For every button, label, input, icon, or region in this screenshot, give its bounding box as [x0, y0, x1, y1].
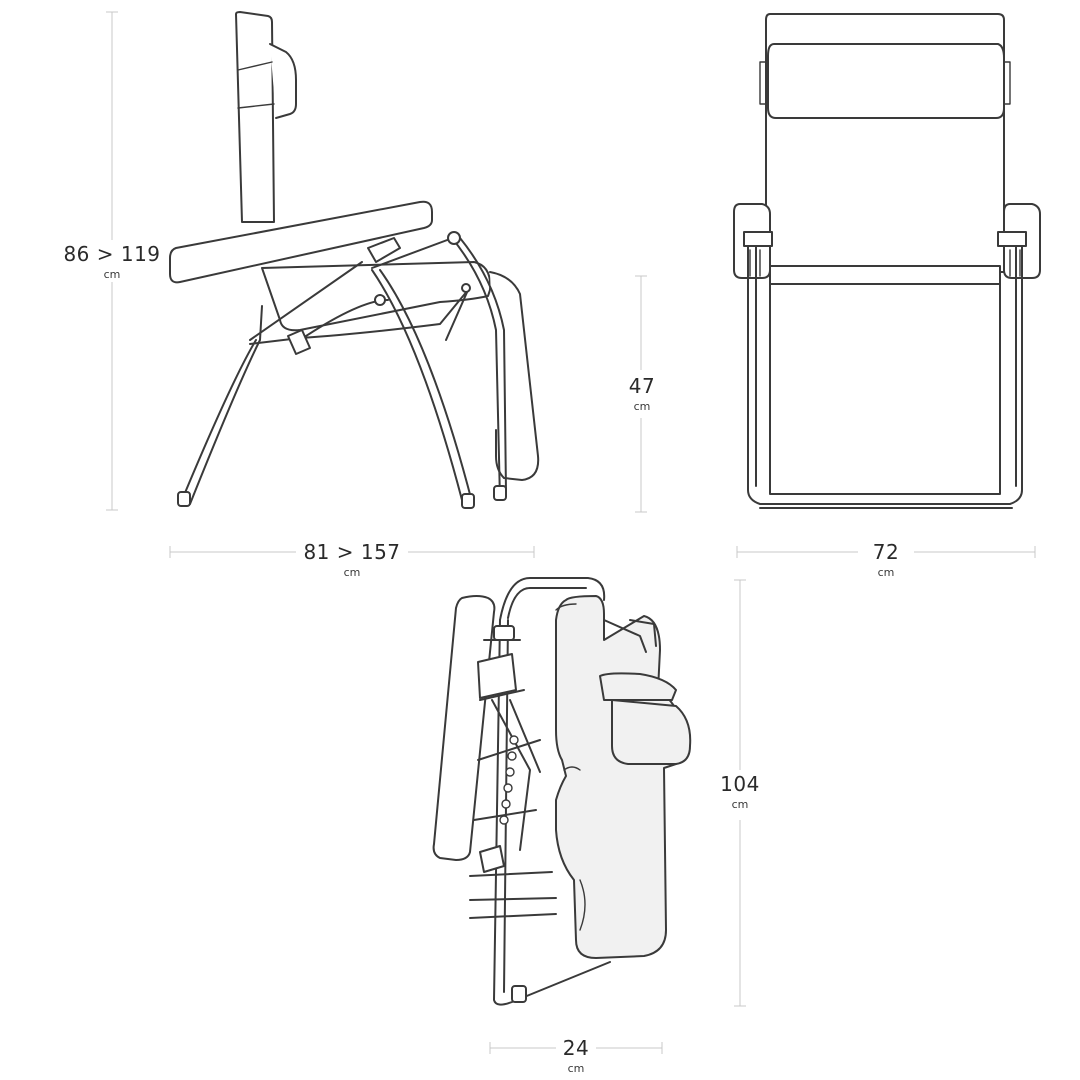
width-dimension-unit: cm [877, 566, 895, 579]
side-pivot [461, 283, 471, 293]
folded-mechanism-links [491, 699, 541, 851]
length-dimension-value: 81 > 157 [303, 540, 401, 564]
front-headrest-straps [759, 61, 1011, 105]
front-seat-panel [769, 283, 1001, 495]
height-dimension-value: 86 > 119 [63, 242, 161, 266]
length-dimension-unit: cm [343, 566, 361, 579]
side-front-leg [181, 305, 263, 505]
folded-height-dimension-value: 104 [720, 772, 760, 796]
folded-spring-coils [499, 735, 519, 825]
side-pivot [447, 231, 461, 245]
folded-fabric-seams [555, 603, 586, 931]
side-foot-cap [177, 491, 191, 507]
side-foot-cap [461, 493, 475, 509]
side-armrest [169, 200, 433, 284]
side-armrest-joint [367, 237, 401, 263]
folded-lock-clip [479, 845, 505, 873]
front-view-drawing [733, 13, 1041, 509]
side-foot-cap [493, 485, 507, 501]
side-headrest-frame [269, 43, 297, 119]
seat-height-dimension-value: 47 [628, 374, 656, 398]
side-headrest-pillow [237, 61, 275, 109]
folded-height-dimension-unit: cm [731, 798, 749, 811]
side-legrest-leg [451, 237, 507, 501]
folded-seat-fabric [555, 595, 691, 959]
dimension-lines [106, 11, 1036, 1054]
front-outer-frame [747, 241, 1023, 505]
folded-hinge-block [477, 653, 517, 699]
folded-headrest-pillow [611, 699, 692, 765]
front-lock-levers [749, 249, 1021, 277]
front-seat-edge [769, 265, 1001, 285]
folded-headrest-top [599, 672, 677, 701]
front-frame-detail [755, 243, 1017, 509]
side-view-drawing [169, 11, 540, 509]
side-rear-leg [371, 269, 473, 503]
seat-height-dimension-unit: cm [633, 400, 651, 413]
folded-hinge [493, 625, 515, 641]
folded-frame-top [499, 577, 606, 621]
side-lock-clip [287, 329, 311, 355]
folded-foot-cap [511, 985, 527, 1003]
folded-view-drawing [432, 577, 692, 1006]
side-pivot [374, 294, 386, 306]
folded-depth-dimension-value: 24 [562, 1036, 590, 1060]
height-dimension-unit: cm [103, 268, 121, 281]
folded-armrest [432, 595, 496, 861]
width-dimension-value: 72 [872, 540, 900, 564]
side-backrest [235, 11, 275, 223]
front-joint-blocks [743, 231, 1027, 247]
folded-headrest-strap [603, 619, 657, 653]
side-cross-brace [249, 261, 469, 345]
front-headrest [767, 43, 1005, 119]
folded-depth-dimension-unit: cm [567, 1062, 585, 1075]
